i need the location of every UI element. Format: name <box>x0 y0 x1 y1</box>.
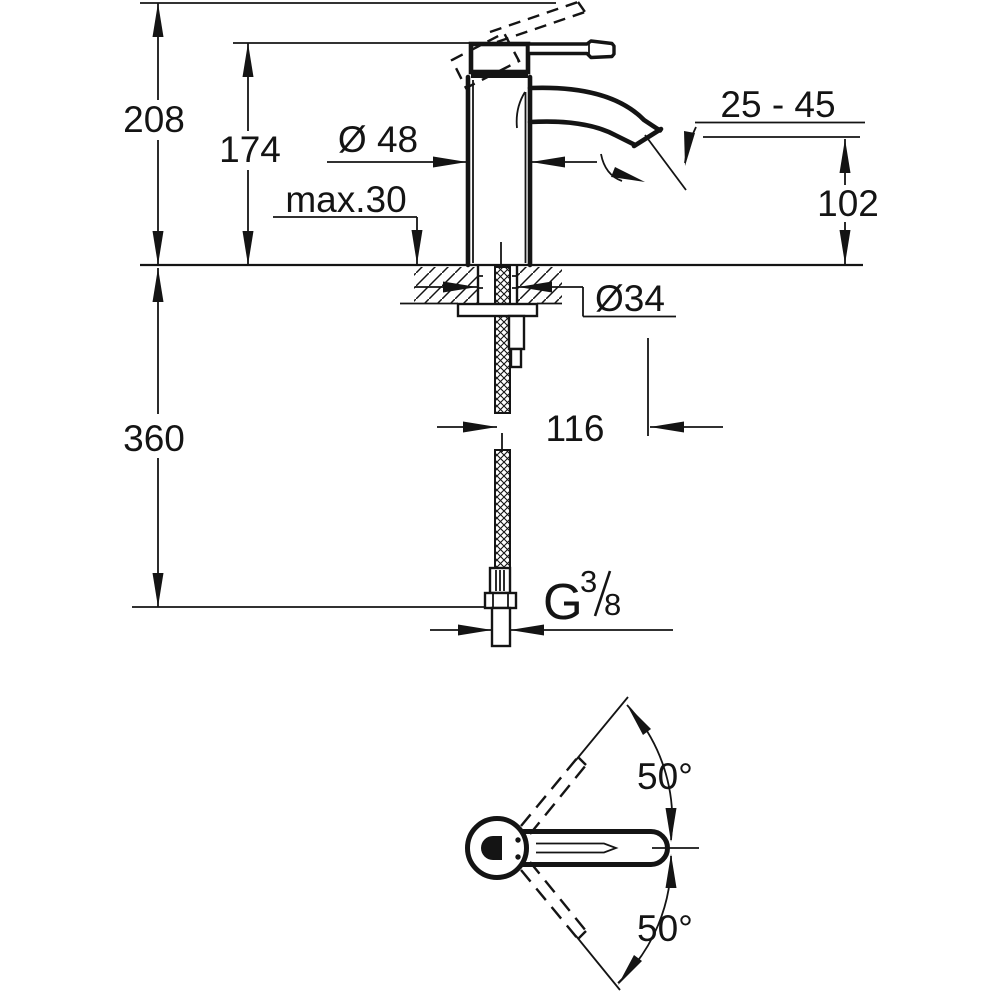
dim-hose-length-label: 360 <box>123 418 185 459</box>
swivel-angle-arcs <box>617 704 677 985</box>
detail-dot-upper <box>515 837 521 843</box>
dim-spout-angle-range-label: 25 - 45 <box>720 84 835 125</box>
handle-lever-top-view <box>517 829 670 867</box>
lever-swivel-dashed-upper <box>520 696 629 835</box>
thread-denominator: 8 <box>604 587 621 622</box>
angle-upper-label: 50° <box>637 756 693 797</box>
dim-max-deck-thickness-label: max.30 <box>285 179 406 220</box>
lever-swivel-dashed-lower <box>520 861 621 991</box>
detail-dot-lower <box>515 854 521 860</box>
fraction-slash <box>593 570 612 617</box>
dimension-lines <box>132 2 865 636</box>
hose-end-fitting <box>483 566 518 648</box>
side-view: 208 174 Ø 48 max.30 25 - 45 102 Ø34 360 … <box>123 0 879 648</box>
cap-tilted-dashed <box>450 31 521 90</box>
dim-spout-reach-label: 116 <box>546 408 605 449</box>
cartridge-cap <box>468 41 531 75</box>
mounting-shank <box>456 265 539 369</box>
faucet-body-outline <box>465 41 533 268</box>
dim-mounting-hole-diameter-label: Ø34 <box>595 278 665 319</box>
handle-lever-solid <box>526 39 616 60</box>
dim-connection-thread-label: G 3 8 <box>543 564 621 630</box>
dim-body-height-label: 174 <box>219 129 281 170</box>
dim-total-height-label: 208 <box>123 99 185 140</box>
dim-body-diameter-label: Ø 48 <box>338 119 418 160</box>
spout-angle-extension-line <box>644 134 687 191</box>
thread-numerator: 3 <box>580 564 597 599</box>
spout-opening-mark <box>481 836 502 860</box>
supply-hose <box>456 242 539 648</box>
spout <box>527 85 687 191</box>
handle-lever-dashed-open-position <box>450 0 586 90</box>
thread-prefix: G <box>543 573 583 630</box>
top-view: 50° 50° <box>465 696 699 991</box>
lever-top-ridge <box>536 842 619 854</box>
dim-spout-outlet-height-label: 102 <box>817 183 879 224</box>
angle-lower-label: 50° <box>637 908 693 949</box>
lever-raised-dashed <box>489 0 586 44</box>
